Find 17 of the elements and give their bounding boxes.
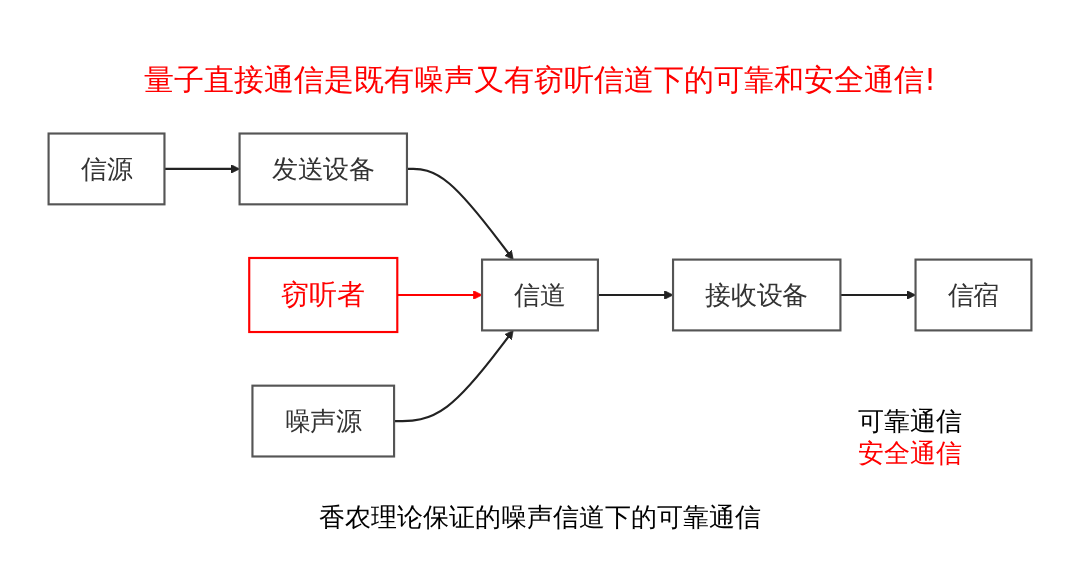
- arrow: [597, 290, 674, 300]
- arrow: [397, 290, 483, 300]
- note-text: 安全通信: [858, 437, 962, 469]
- node-box: 信源: [47, 132, 166, 206]
- node-box: 信宿: [914, 258, 1033, 332]
- node-box: 噪声源: [251, 384, 396, 458]
- arrow: [840, 290, 916, 300]
- node-box: 接收设备: [671, 258, 842, 332]
- node-box: 信道: [481, 258, 599, 332]
- arrow: [394, 330, 514, 423]
- arrow: [406, 167, 514, 260]
- note-text: 可靠通信: [858, 405, 962, 437]
- caption: 香农理论保证的噪声信道下的可靠通信: [318, 501, 762, 534]
- arrow: [164, 164, 240, 174]
- node-box: 窃听者: [248, 256, 399, 334]
- heading: 量子直接通信是既有噪声又有窃听信道下的可靠和安全通信!: [143, 61, 937, 99]
- node-box: 发送设备: [238, 132, 409, 206]
